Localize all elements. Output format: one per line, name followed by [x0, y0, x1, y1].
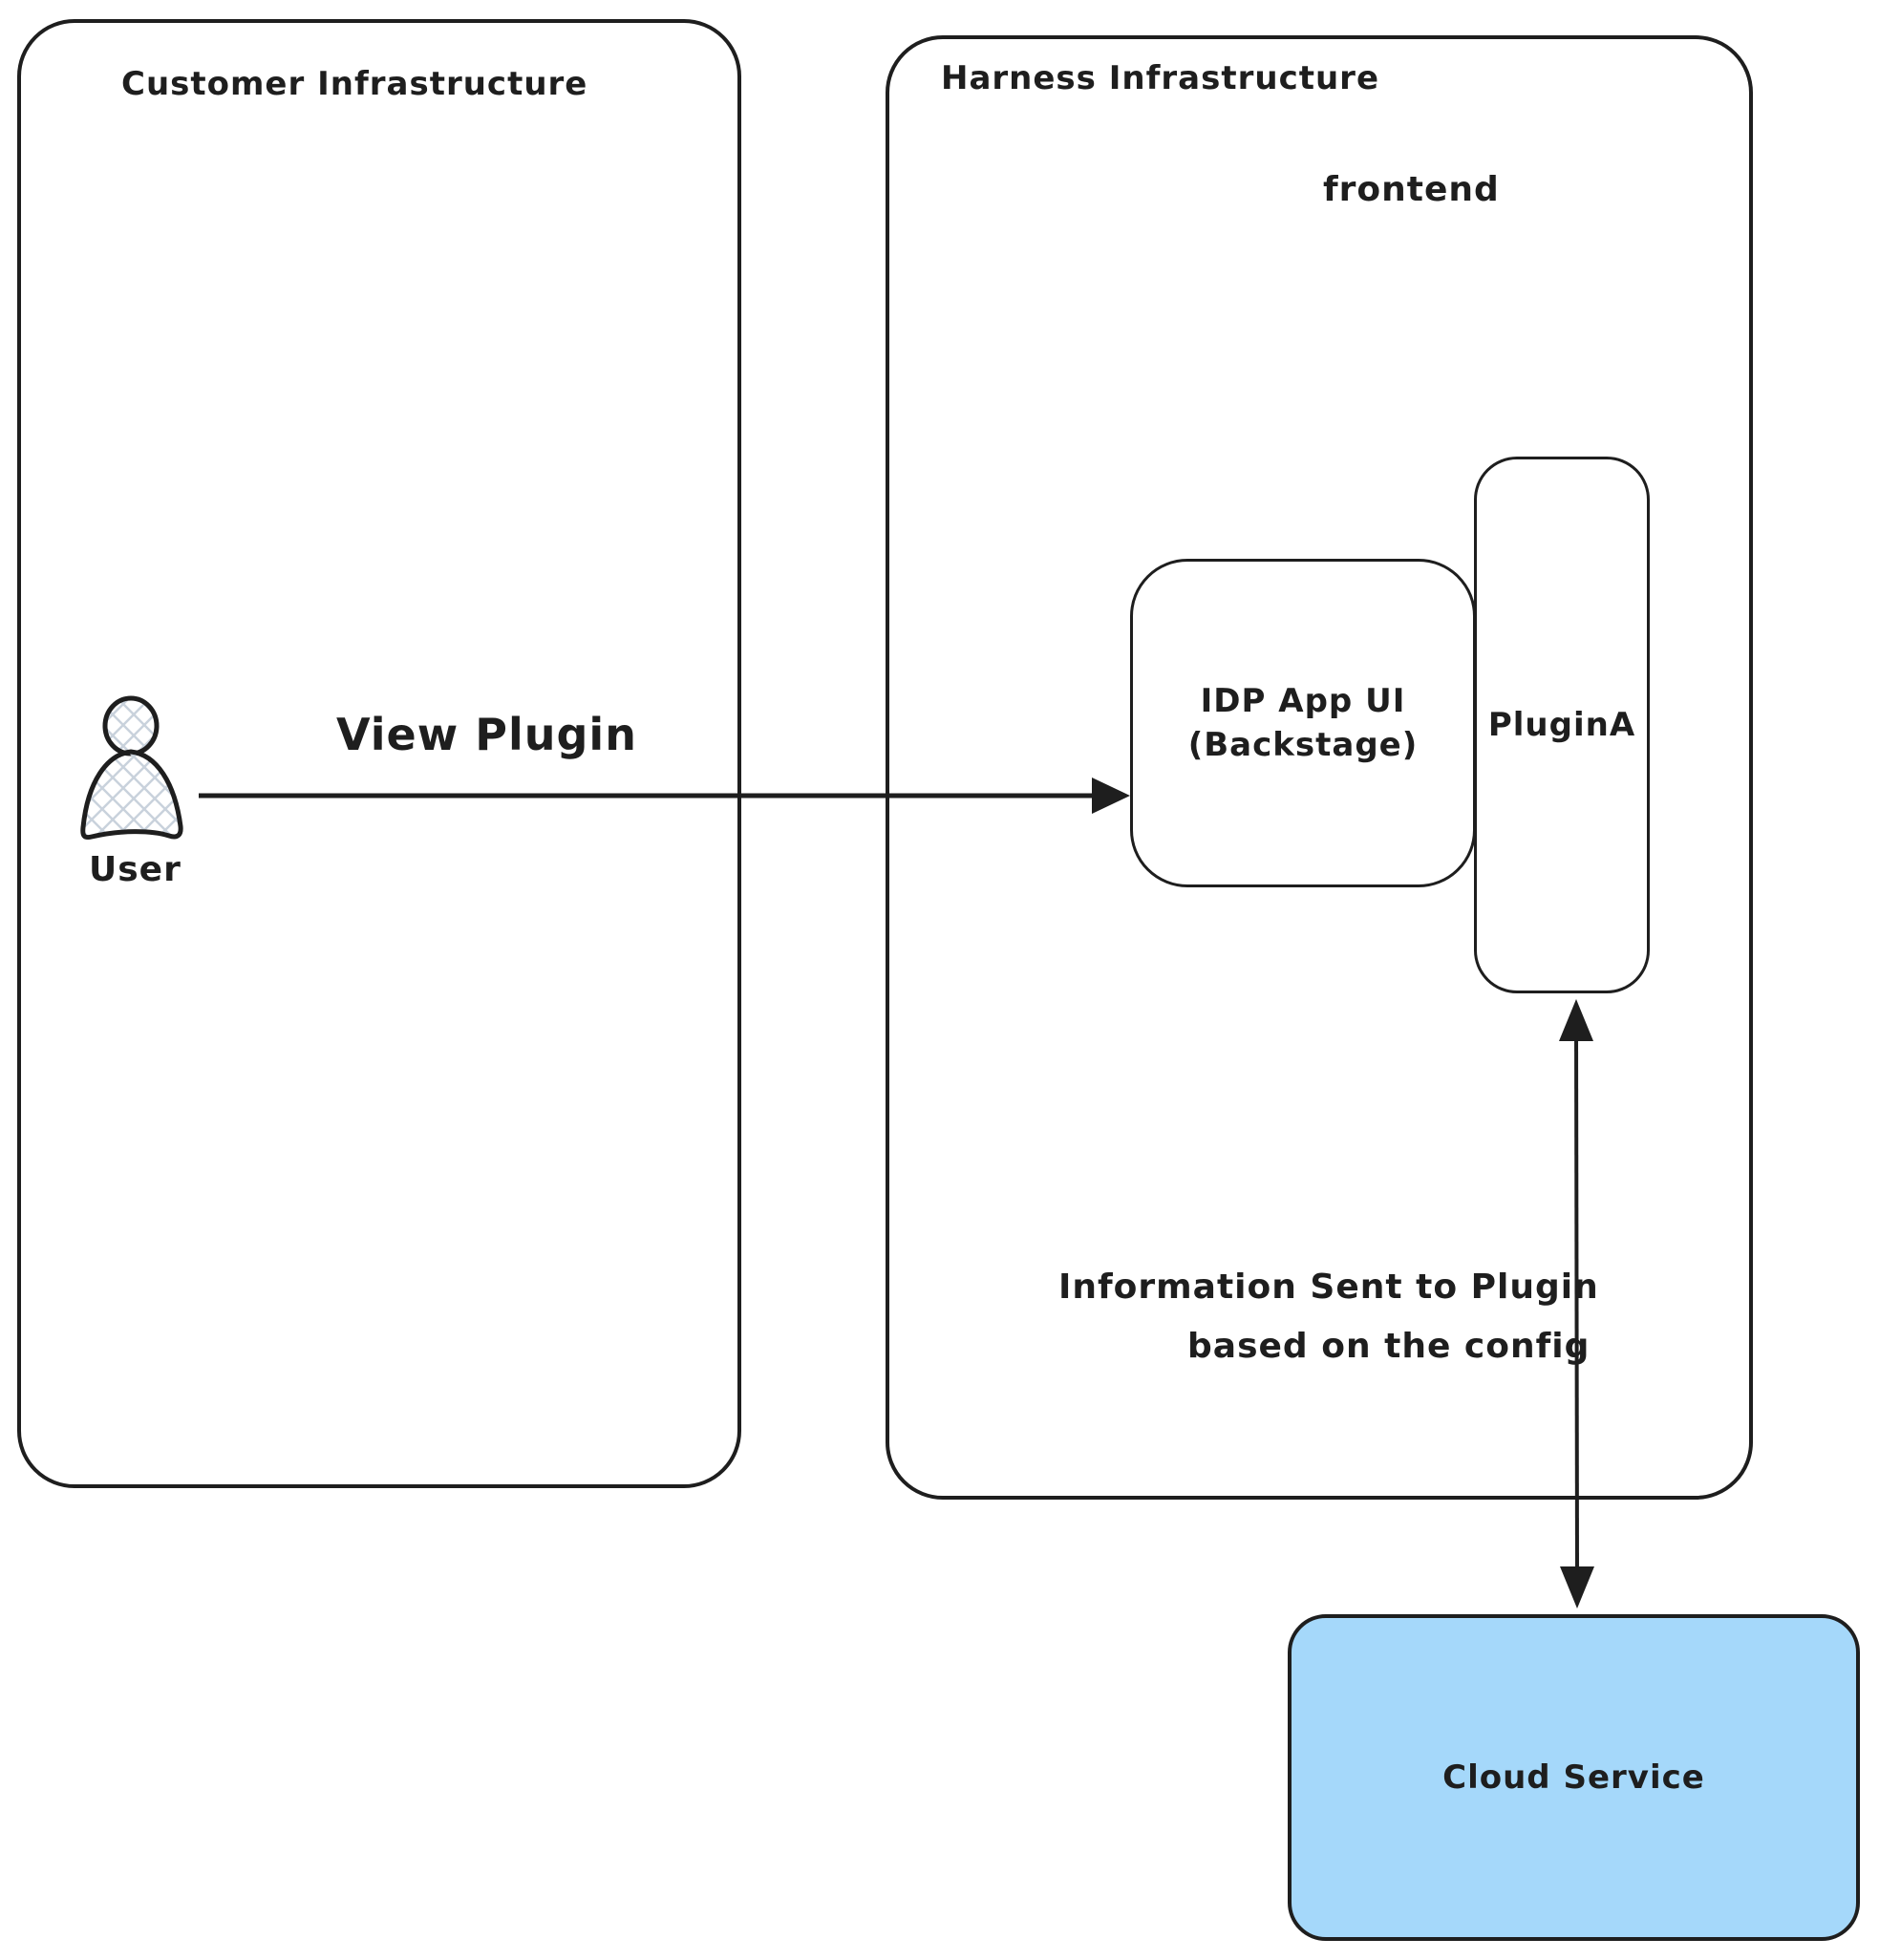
cloud-service-box — [1288, 1614, 1860, 1941]
customer-infrastructure-title: Customer Infrastructure — [121, 65, 588, 103]
info-sent-label-line2: based on the config — [1187, 1327, 1591, 1366]
user-label: User — [89, 850, 181, 889]
plugin-a-label: PluginA — [1487, 706, 1636, 744]
plugin-a-box — [1474, 457, 1650, 993]
cloud-service-label: Cloud Service — [1442, 1758, 1705, 1797]
harness-infrastructure-title: Harness Infrastructure — [941, 59, 1380, 97]
idp-app-ui-label: IDP App UI (Backstage) — [1130, 559, 1476, 887]
user-head — [102, 695, 160, 756]
idp-app-ui-label-line2: (Backstage) — [1187, 726, 1419, 764]
view-plugin-arrow-label: View Plugin — [336, 709, 637, 760]
user-icon — [80, 695, 183, 841]
user-body — [80, 749, 183, 841]
idp-app-ui-label-line1: IDP App UI — [1200, 682, 1406, 720]
frontend-label: frontend — [1323, 170, 1500, 209]
info-sent-label-line1: Information Sent to Plugin — [1058, 1268, 1599, 1307]
idp-app-ui-box — [1130, 559, 1476, 887]
arrowhead-down-icon — [1560, 1566, 1594, 1608]
